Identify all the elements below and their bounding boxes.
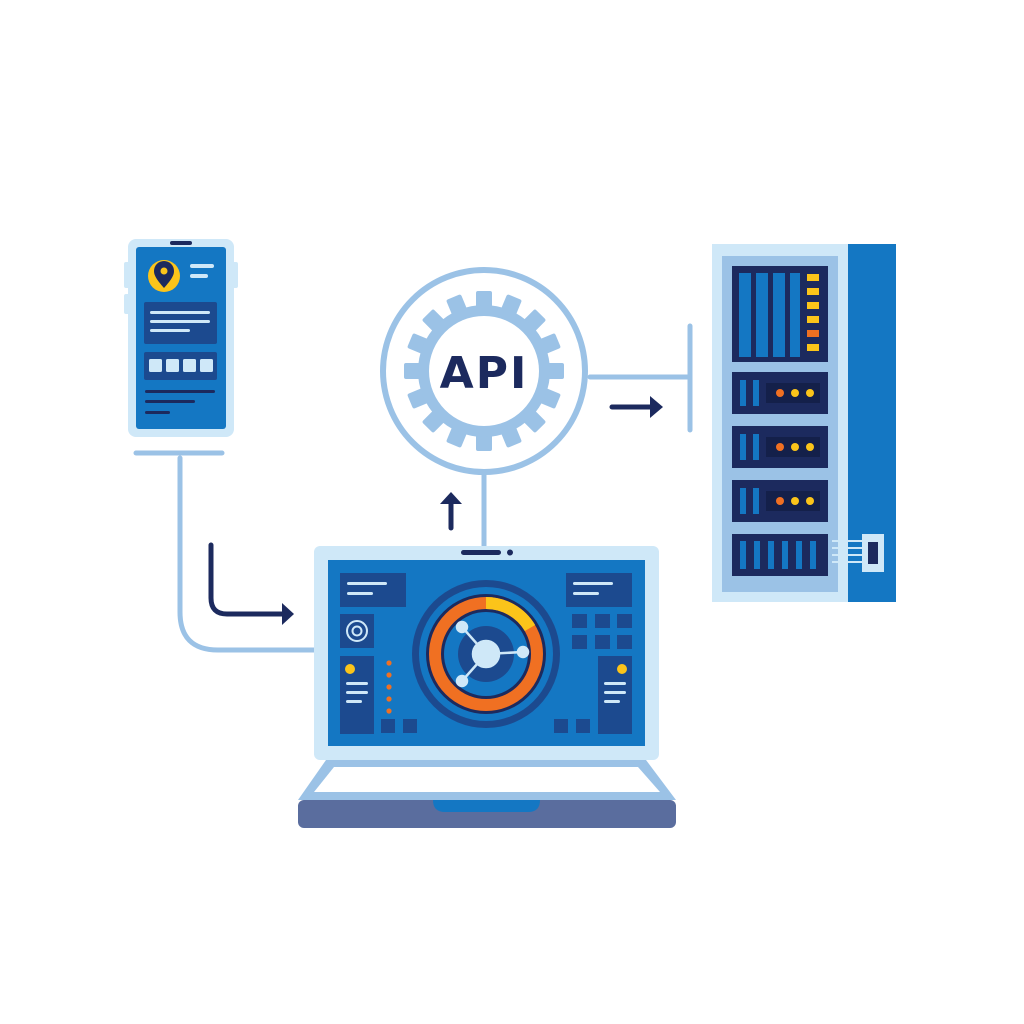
server-rack-icon (712, 244, 896, 602)
central-gauge (412, 580, 560, 728)
server-status-leds (807, 274, 819, 351)
drive-led (776, 443, 784, 451)
status-light (617, 664, 627, 674)
arrows (208, 396, 663, 625)
drive-led (806, 443, 814, 451)
network-node-icon (455, 620, 530, 688)
phone-tile (166, 359, 179, 372)
laptop-keyboard-inset (314, 767, 660, 792)
location-pin-icon (154, 261, 174, 288)
dashboard-panel-left-status (340, 656, 374, 734)
drive-led (806, 497, 814, 505)
panel-line (573, 582, 613, 585)
phone-card-line (150, 311, 210, 314)
panel-line (604, 700, 620, 703)
drive-led (776, 389, 784, 397)
phone-tile (183, 359, 196, 372)
panel-line (604, 691, 626, 694)
dashboard-tile (403, 719, 417, 733)
panel-line (346, 700, 362, 703)
panel-line (347, 582, 387, 585)
dashboard-panel-target (340, 614, 374, 648)
arrowhead-up-icon (440, 492, 462, 504)
panel-line (346, 691, 368, 694)
dashboard-panel-right-status (598, 656, 632, 734)
laptop-icon (298, 546, 676, 828)
server-plug-icon (832, 534, 884, 572)
phone-button-row (144, 352, 217, 380)
server-drive-unit (732, 372, 828, 414)
phone-to-laptop-connector (177, 455, 319, 653)
phone-tile (149, 359, 162, 372)
gear-center (429, 316, 539, 426)
phone-bottom-line (145, 390, 215, 393)
drive-led (776, 497, 784, 505)
laptop-trackpad-notch (433, 800, 540, 812)
phone-speaker (170, 241, 192, 245)
arrowhead-right-server-icon (650, 396, 663, 418)
arrow-right-to-laptop-icon (208, 542, 287, 617)
dashboard-tile (576, 719, 590, 733)
server-drive-unit (732, 480, 828, 522)
dashboard-panel-top-right (566, 573, 632, 607)
panel-line (604, 682, 626, 685)
dashboard-tile (381, 719, 395, 733)
connectors (133, 323, 693, 653)
server-storage-slots (739, 273, 800, 357)
phone-text-line (190, 274, 208, 278)
status-light (345, 664, 355, 674)
arrowhead-right-icon (282, 603, 294, 625)
phone-card-line (150, 320, 210, 323)
api-hub: API (380, 267, 588, 475)
laptop-camera (507, 549, 513, 556)
phone-bottom-line (145, 411, 170, 414)
server-bottom-slots (740, 541, 816, 569)
panel-line (573, 592, 599, 595)
phone-tile (200, 359, 213, 372)
phone-card-line (150, 329, 190, 332)
phone-text-line (190, 264, 214, 268)
dashboard-tile (554, 719, 568, 733)
dashboard-panel-top-left (340, 573, 406, 607)
phone-bottom-line (145, 400, 195, 403)
panel-line (346, 682, 368, 685)
drive-led (791, 443, 799, 451)
orange-indicator-dots (386, 660, 392, 714)
server-drive-units (732, 372, 828, 522)
laptop-base (298, 800, 676, 828)
dashboard-tile-grid (572, 614, 632, 649)
laptop-camera-bar (461, 550, 501, 555)
server-drive-unit (732, 426, 828, 468)
smartphone-icon (124, 239, 238, 437)
drive-led (806, 389, 814, 397)
gauge-highlight-arc (485, 596, 536, 632)
drive-led (791, 389, 799, 397)
target-icon (346, 620, 368, 642)
panel-line (347, 592, 373, 595)
drive-led (791, 497, 799, 505)
api-label: API (440, 348, 529, 399)
